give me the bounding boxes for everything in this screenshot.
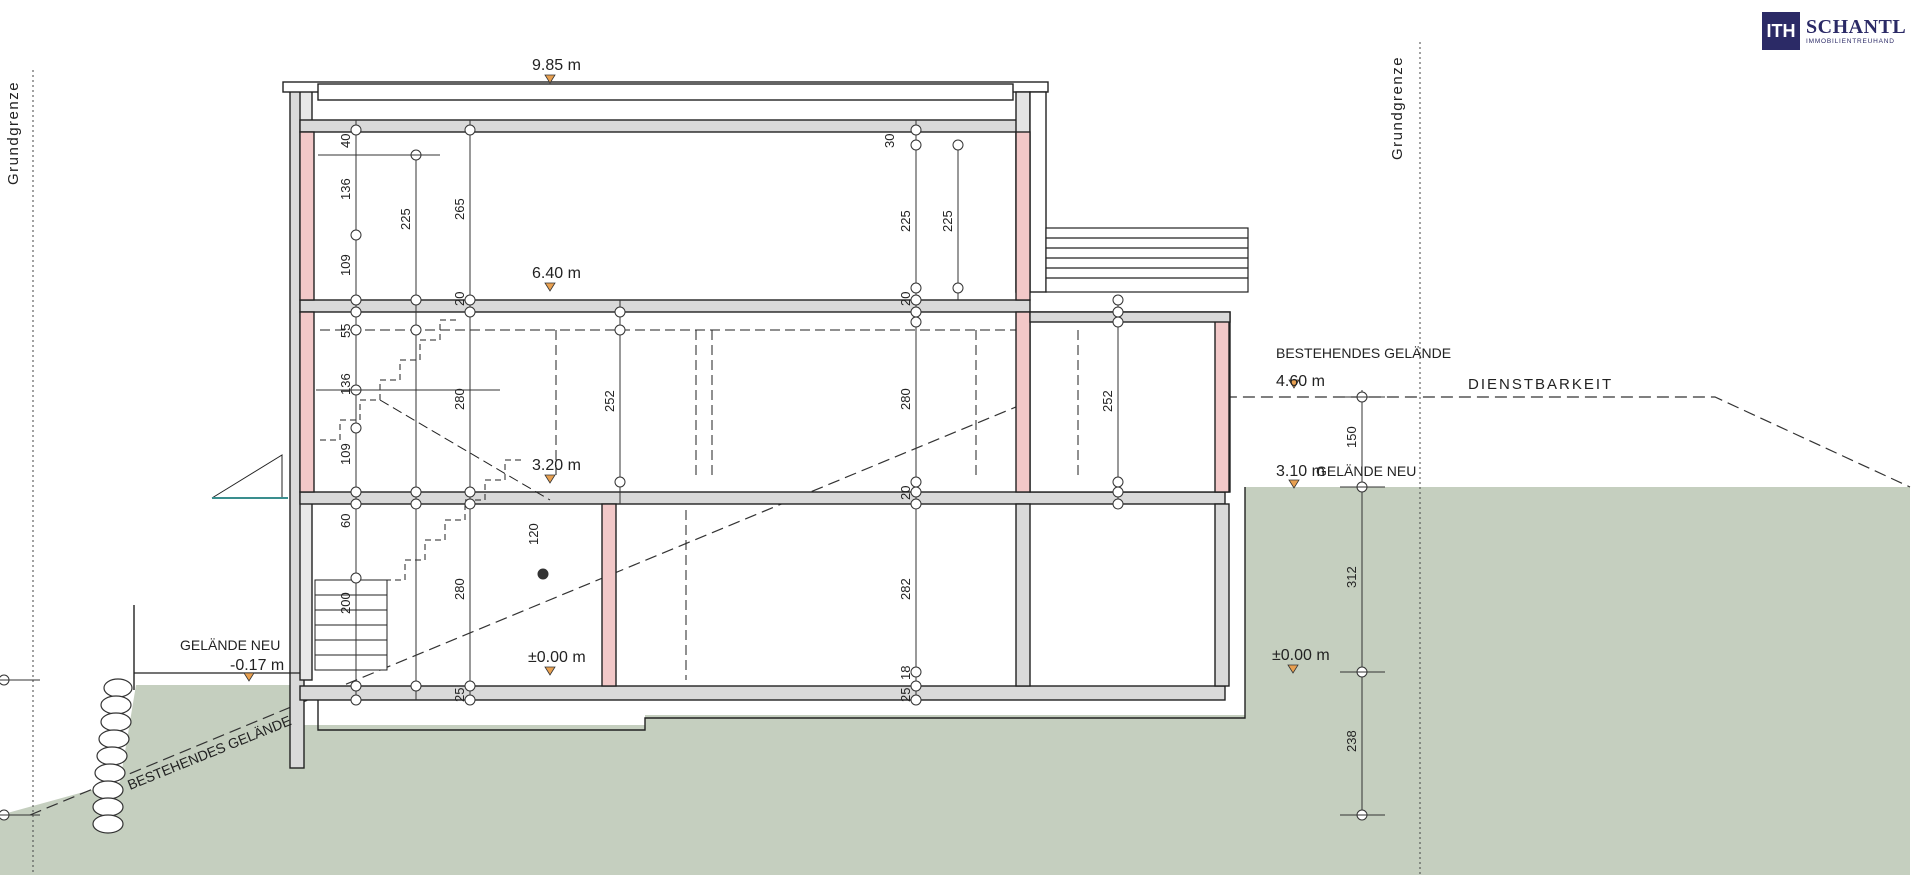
level-middle: 3.20 m [532, 457, 581, 474]
dim-text: 20 [898, 486, 913, 500]
level-zero-right: ±0.00 m [1272, 647, 1330, 664]
dim-text: 225 [940, 210, 955, 232]
dim-text: 280 [898, 388, 913, 410]
level-new-left: -0.17 m [230, 657, 284, 674]
dim-text: 280 [452, 578, 467, 600]
dim-text: 109 [338, 254, 353, 276]
dim-text: 150 [1344, 426, 1359, 448]
dim-text: 120 [526, 523, 541, 545]
dim-text: 265 [452, 198, 467, 220]
level-roof: 9.85 m [532, 57, 581, 74]
terrain-fill [0, 487, 1910, 875]
dim-text: 18 [898, 666, 913, 680]
label-existing-terrain-right: BESTEHENDES GELÄNDE [1276, 345, 1451, 361]
level-ground: ±0.00 m [528, 649, 586, 666]
level-existing-right: 4.60 m [1276, 373, 1325, 390]
dim-text: 60 [338, 514, 353, 528]
dim-text: 225 [398, 208, 413, 230]
dim-text: 136 [338, 178, 353, 200]
logo-subtitle: IMMOBILIENTREUHAND [1806, 37, 1895, 45]
dimension-chains [0, 120, 1385, 821]
dimension-numbers: 40 136 109 55 136 109 60 200 225 280 280… [338, 134, 1359, 752]
dim-text: 238 [1344, 730, 1359, 752]
level-markers [243, 74, 1300, 682]
level-upper: 6.40 m [532, 265, 581, 282]
label-boundary-left: Grundgrenze [5, 81, 22, 185]
logo-text: SCHANTL IMMOBILIENTREUHAND [1806, 17, 1906, 46]
dim-text: 20 [898, 292, 913, 306]
dim-text: 109 [338, 443, 353, 465]
label-new-terrain-left: GELÄNDE NEU [180, 637, 280, 653]
dim-text: 280 [452, 388, 467, 410]
dim-text: 282 [898, 578, 913, 600]
dim-text: 225 [898, 210, 913, 232]
dim-text: 136 [338, 373, 353, 395]
dim-text: 312 [1344, 566, 1359, 588]
label-easement: DIENSTBARKEIT [1468, 376, 1613, 393]
retaining-stones [92, 678, 133, 834]
dim-text: 252 [602, 390, 617, 412]
dim-text: 25 [452, 688, 467, 702]
label-new-terrain-right: GELÄNDE NEU [1316, 463, 1416, 479]
label-boundary-right: Grundgrenze [1389, 56, 1406, 160]
dim-text: 25 [898, 688, 913, 702]
dim-text: 200 [338, 592, 353, 614]
building-section [133, 81, 1249, 769]
level-new-right: 3.10 m [1276, 463, 1325, 480]
dim-text: 55 [338, 324, 353, 338]
dim-text: 30 [882, 134, 897, 148]
logo-name: SCHANTL [1806, 15, 1907, 38]
company-logo[interactable]: ITH SCHANTL IMMOBILIENTREUHAND [1762, 12, 1906, 50]
dim-text: 40 [338, 134, 353, 148]
logo-mark-icon: ITH [1762, 12, 1800, 50]
dim-text: 20 [452, 292, 467, 306]
dim-text: 252 [1100, 390, 1115, 412]
